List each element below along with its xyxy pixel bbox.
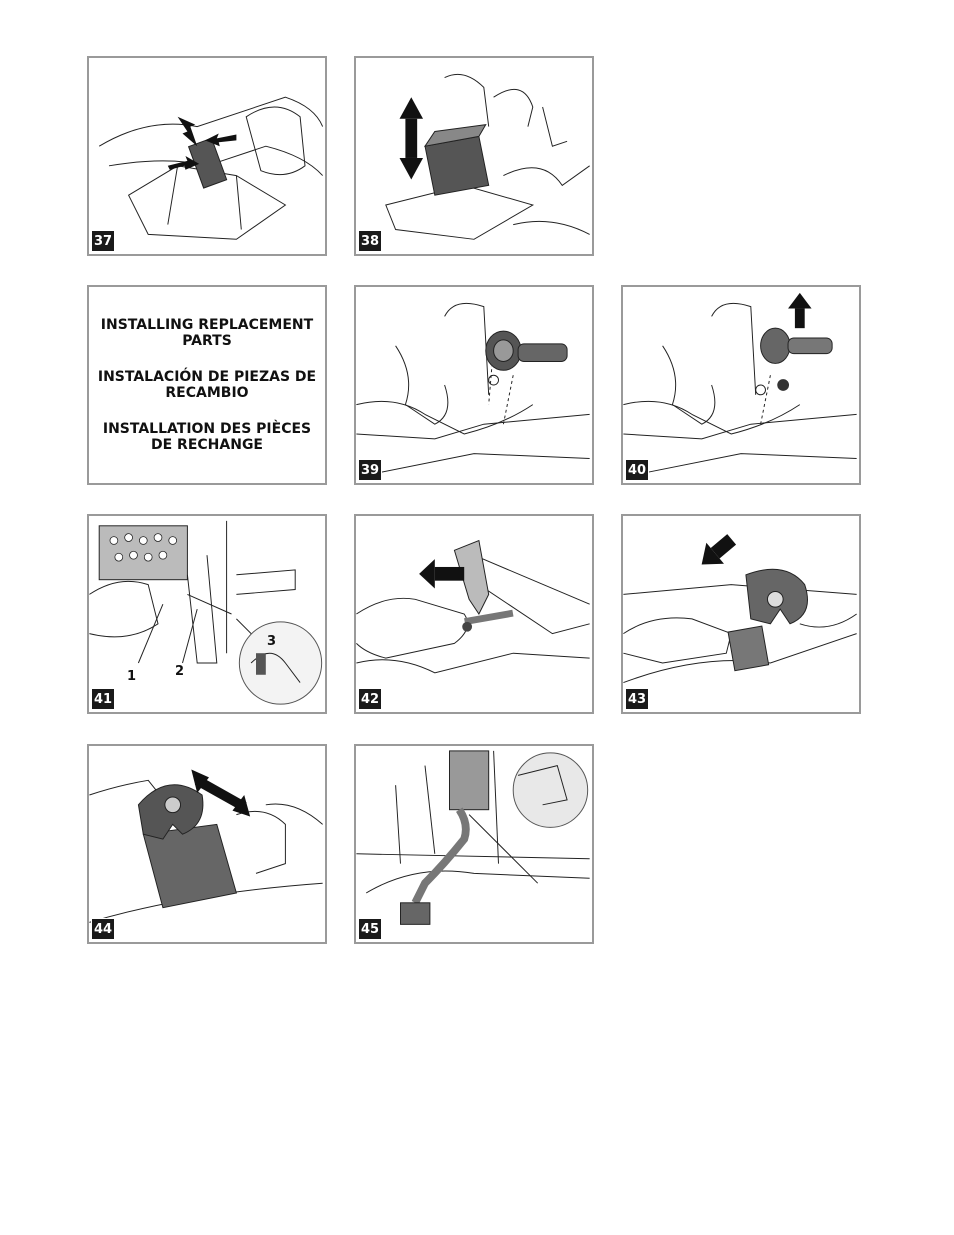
figure-number: 44 bbox=[91, 918, 115, 940]
figure-42-illustration bbox=[356, 539, 590, 674]
figure-number: 40 bbox=[625, 459, 649, 481]
figure-number: 37 bbox=[91, 230, 115, 252]
figure-number: 42 bbox=[358, 688, 382, 710]
figure-39-illustration bbox=[356, 302, 590, 474]
figure-45-illustration bbox=[356, 750, 590, 925]
heading-spanish: INSTALACIÓN DE PIEZAS DE RECAMBIO bbox=[97, 369, 317, 401]
figure-37: 37 bbox=[87, 56, 327, 256]
figure-number: 45 bbox=[358, 918, 382, 940]
heading-french: INSTALLATION DES PIÈCES DE RECHANGE bbox=[102, 421, 312, 453]
figure-37-illustration bbox=[98, 96, 324, 240]
figure-number: 38 bbox=[358, 230, 382, 252]
callout-3: 3 bbox=[267, 634, 277, 649]
figure-44-illustration bbox=[89, 769, 323, 923]
figure-43: 43 bbox=[621, 514, 861, 714]
section-heading-box: INSTALLING REPLACEMENT PARTS INSTALACIÓN… bbox=[87, 285, 327, 485]
figure-38: 38 bbox=[354, 56, 594, 256]
figure-45: 45 bbox=[354, 744, 594, 944]
callout-1: 1 bbox=[127, 669, 137, 684]
figure-number: 41 bbox=[91, 688, 115, 710]
figure-41-illustration bbox=[89, 520, 323, 705]
figure-42: 42 bbox=[354, 514, 594, 714]
figure-number: 43 bbox=[625, 688, 649, 710]
figure-44: 44 bbox=[87, 744, 327, 944]
heading-english: INSTALLING REPLACEMENT PARTS bbox=[100, 317, 314, 349]
figure-40-illustration bbox=[623, 292, 857, 474]
figure-39: 39 bbox=[354, 285, 594, 485]
figure-number: 39 bbox=[358, 459, 382, 481]
figure-40: 40 bbox=[621, 285, 861, 485]
figure-43-illustration bbox=[623, 534, 857, 684]
callout-2: 2 bbox=[175, 664, 185, 679]
figure-41: 1 2 3 41 bbox=[87, 514, 327, 714]
figure-38-illustration bbox=[385, 73, 590, 240]
